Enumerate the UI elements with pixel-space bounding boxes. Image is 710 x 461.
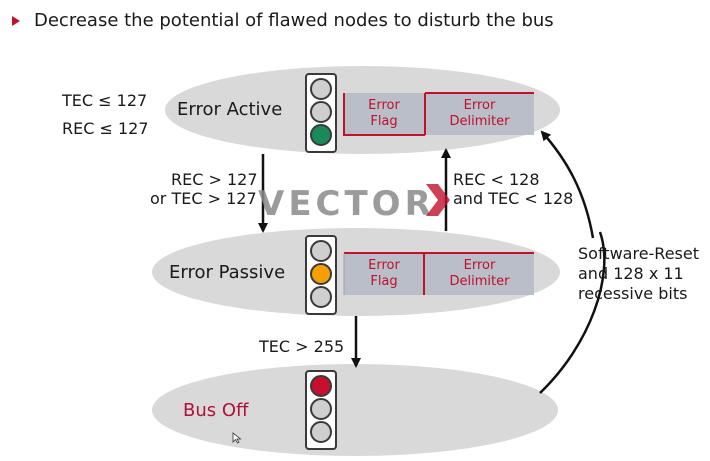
lamp-bottom xyxy=(310,286,332,308)
traffic-light-bus-off-icon xyxy=(305,370,337,450)
lamp-middle-lit xyxy=(310,263,332,285)
lamp-top xyxy=(310,78,332,100)
bus-off-label: Bus Off xyxy=(183,400,249,421)
vector-logo-chevron-icon xyxy=(426,184,450,216)
error-passive-label: Error Passive xyxy=(169,262,286,283)
reset-condition-3: recessive bits xyxy=(578,284,688,303)
to-active-condition-2: and TEC < 128 xyxy=(453,189,574,208)
passive-frame-signal-line xyxy=(344,252,534,295)
active-rec-condition: REC ≤ 127 xyxy=(62,119,149,138)
lamp-top-lit xyxy=(310,375,332,397)
to-active-condition-1: REC < 128 xyxy=(453,170,540,189)
triangle-bullet-icon xyxy=(12,15,20,26)
lamp-bottom xyxy=(310,421,332,443)
active-frame-signal-line xyxy=(343,92,534,136)
lamp-middle xyxy=(310,398,332,420)
lamp-bottom-lit xyxy=(310,124,332,146)
lamp-middle xyxy=(310,101,332,123)
to-bus-off-condition: TEC > 255 xyxy=(259,337,345,356)
mouse-cursor-icon xyxy=(232,432,242,444)
bus-off-ellipse xyxy=(152,364,558,456)
to-passive-condition-1: REC > 127 xyxy=(171,170,258,189)
error-active-label: Error Active xyxy=(177,99,283,120)
vector-watermark: VECTOR xyxy=(258,184,435,224)
traffic-light-passive-icon xyxy=(305,235,337,315)
header-bullet: Decrease the potential of flawed nodes t… xyxy=(12,10,554,31)
traffic-light-active-icon xyxy=(305,73,337,153)
header-text: Decrease the potential of flawed nodes t… xyxy=(34,10,554,31)
reset-condition-1: Software-Reset xyxy=(578,244,699,263)
lamp-top xyxy=(310,240,332,262)
active-tec-condition: TEC ≤ 127 xyxy=(62,91,148,110)
arrow-bus-off-to-active xyxy=(539,231,606,394)
to-passive-condition-2: or TEC > 127 xyxy=(150,189,257,208)
reset-condition-2: and 128 x 11 xyxy=(578,264,684,283)
